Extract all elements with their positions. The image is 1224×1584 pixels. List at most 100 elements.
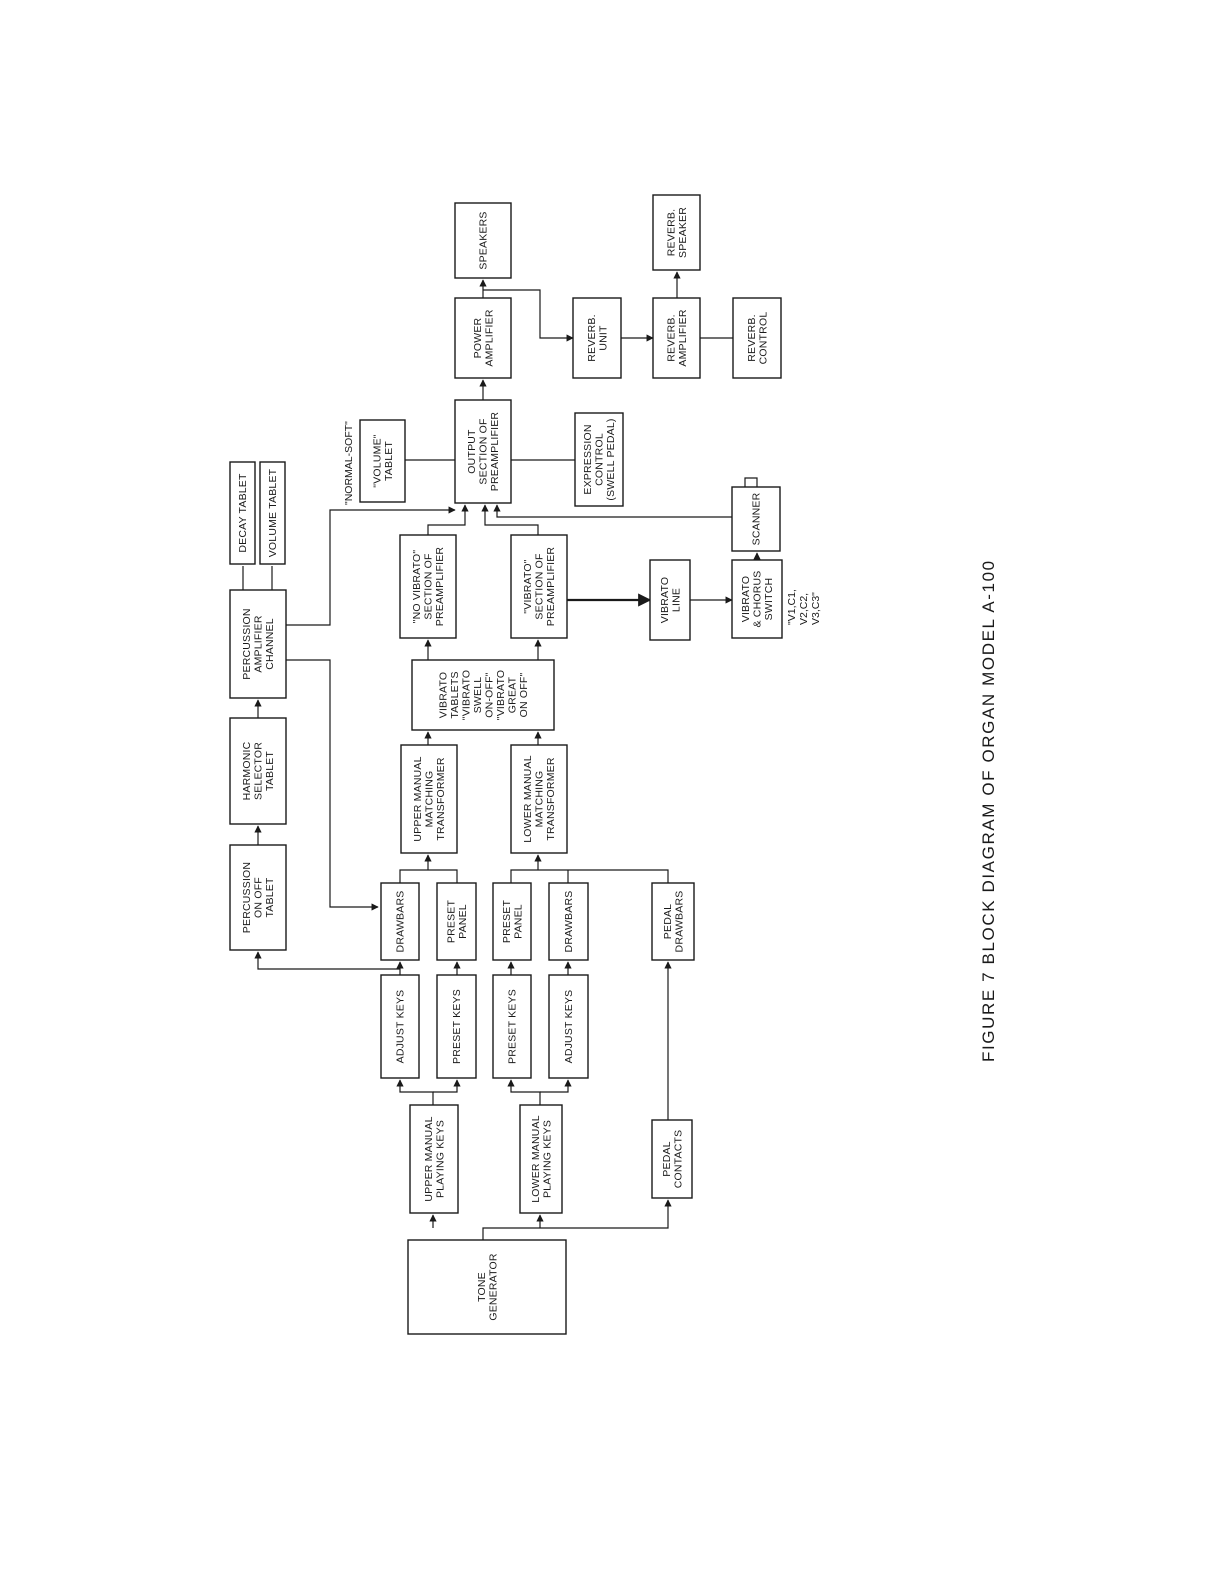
block-frame (229, 717, 287, 825)
block-reverb-unit: REVERB.UNIT (572, 297, 622, 379)
block-volume-tablet: VOLUME TABLET (259, 461, 286, 565)
block-reverb-speaker: REVERB.SPEAKER (652, 194, 701, 271)
block-label-line: MATCHING (424, 771, 436, 828)
block-frame (649, 559, 691, 641)
block-frame (454, 399, 512, 504)
block-normal-soft-volume-tablet: "VOLUME"TABLET (359, 419, 406, 503)
block-label-line: DECAY TABLET (237, 473, 249, 553)
block-frame (229, 589, 287, 699)
block-label-line: VIBRATO (740, 576, 752, 623)
normal-soft-note: "NORMAL-SOFT" (343, 421, 355, 505)
block-label-line: TONE (476, 1272, 488, 1302)
block-label-line: SCANNER (751, 492, 763, 545)
block-label-line: PANEL (512, 904, 524, 939)
block-label-line: PERCUSSION (241, 608, 253, 679)
block-label-line: GREAT (506, 676, 518, 713)
block-label-line: VIBRATO (659, 577, 671, 624)
block-label-line: REVERB. (586, 314, 598, 362)
block-frame (731, 486, 781, 552)
block-frame (400, 744, 458, 854)
block-label-line: "VIBRATO (460, 670, 472, 720)
switch-positions-note-3: V3,C3" (810, 592, 822, 625)
block-frame (407, 1239, 567, 1335)
block-label-line: ADJUST KEYS (563, 990, 575, 1064)
block-label-line: UPPER MANUAL (412, 756, 424, 841)
block-label-line: PREAMPLIFIER (489, 412, 501, 492)
block-label-line: TABLETS (449, 671, 461, 718)
block-frame (731, 559, 783, 639)
block-frame (548, 882, 589, 961)
block-label-line: CONTACTS (672, 1130, 684, 1189)
block-label-line: SPEAKER (677, 207, 689, 258)
block-label-line: REVERB. (665, 209, 677, 257)
block-label-line: TRANSFORMER (435, 757, 447, 841)
block-label-line: ON OFF (253, 877, 265, 918)
block-frame (229, 844, 287, 951)
block-frame (652, 194, 701, 271)
block-label-line: DRAWBARS (563, 891, 575, 953)
block-frame (510, 534, 568, 639)
block-label-line: SPEAKERS (478, 211, 490, 269)
block-frame (652, 297, 701, 379)
block-frame (651, 882, 695, 961)
block-label-line: CHANNEL (264, 618, 276, 670)
block-reverb-amplifier: REVERB.AMPLIFIER (652, 297, 701, 379)
block-label-line: SECTION OF (423, 553, 435, 619)
block-label-line: TRANSFORMER (545, 757, 557, 841)
block-label-line: SWITCH (763, 578, 775, 621)
block-lower-preset-keys: PRESET KEYS (492, 974, 532, 1079)
block-label-line: PANEL (457, 904, 469, 939)
block-label-line: PEDAL (662, 904, 674, 939)
block-label-line: SELECTOR (253, 742, 265, 800)
block-label-line: EXPRESSION (582, 424, 594, 494)
block-label-line: HARMONIC (241, 741, 253, 800)
block-label-line: MATCHING (534, 771, 546, 828)
block-label-line: ON OFF" (518, 673, 530, 718)
block-label-line: PEDAL (661, 1141, 673, 1176)
block-label-line: LOWER MANUAL (530, 1115, 542, 1203)
block-scanner: SCANNER (731, 486, 781, 552)
block-frame (259, 461, 286, 565)
block-label-line: "VIBRATO (495, 670, 507, 720)
block-frame (380, 882, 420, 961)
block-frame (229, 461, 256, 565)
block-label-line: "VOLUME" (371, 434, 383, 487)
block-frame (399, 534, 457, 639)
block-lower-adjust-keys: ADJUST KEYS (548, 974, 589, 1079)
block-label-line: PERCUSSION (241, 862, 253, 933)
block-upper-adjust-keys: ADJUST KEYS (380, 974, 420, 1079)
block-label-line: AMPLIFIER (483, 309, 495, 366)
block-label-line: PRESET KEYS (507, 989, 519, 1064)
block-label-line: "VIBRATO" (522, 559, 534, 613)
block-frame (359, 419, 406, 503)
block-label-line: PREAMPLIFIER (434, 547, 446, 627)
block-frame (436, 974, 477, 1079)
block-label-line: UPPER MANUAL (423, 1116, 435, 1201)
block-upper-preset-keys: PRESET KEYS (436, 974, 477, 1079)
block-frame (519, 1104, 563, 1214)
block-label-line: & CHORUS (752, 570, 764, 627)
block-label-line: SECTION OF (478, 418, 490, 484)
block-label-line: (SWELL PEDAL) (605, 418, 617, 500)
block-frame (409, 1104, 459, 1214)
block-label-line: DRAWBARS (395, 891, 407, 953)
block-frame (572, 297, 622, 379)
block-frame (548, 974, 589, 1079)
block-label-line: ADJUST KEYS (395, 990, 407, 1064)
